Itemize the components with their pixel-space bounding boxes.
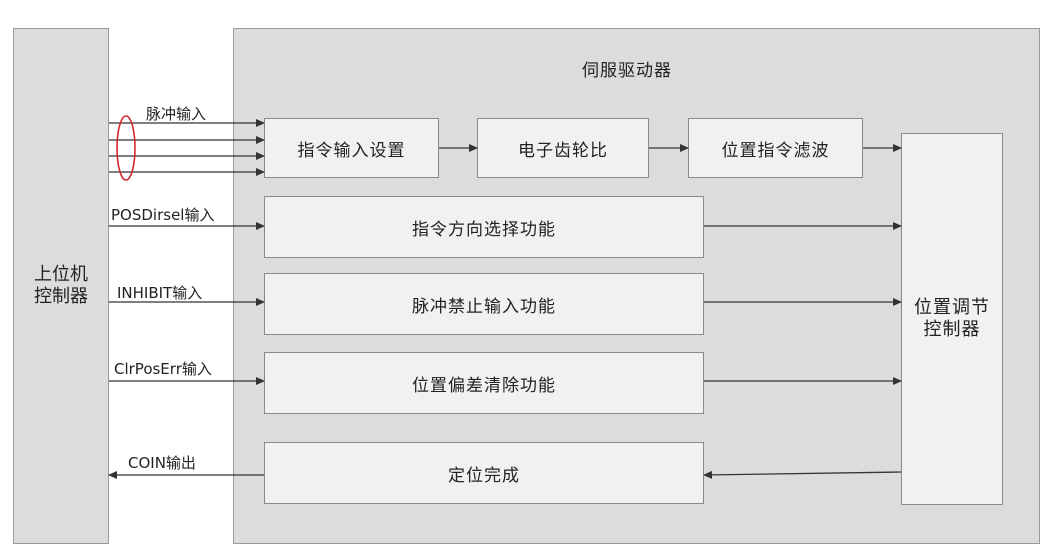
coin-output-label: COIN输出 — [128, 454, 196, 472]
pulse-bus-ellipse — [116, 115, 136, 181]
positioning-complete-block: 定位完成 — [264, 442, 704, 504]
inhibit-input-label: INHIBIT输入 — [117, 284, 203, 302]
host-controller-label-line1: 上位机 — [34, 264, 88, 285]
host-controller-label-line2: 控制器 — [34, 286, 88, 307]
position-regulator-label-line2: 控制器 — [923, 319, 981, 340]
direction-select-block: 指令方向选择功能 — [264, 196, 704, 258]
position-error-clear-block: 位置偏差清除功能 — [264, 352, 704, 414]
electronic-gear-ratio-block: 电子齿轮比 — [477, 118, 649, 178]
position-cmd-filter-block: 位置指令滤波 — [688, 118, 863, 178]
servo-drive-title: 伺服驱动器 — [582, 61, 672, 81]
clrposerr-input-label: ClrPosErr输入 — [114, 360, 212, 378]
pulse-input-label: 脉冲输入 — [146, 105, 207, 123]
arrow-regulator-to-complete — [703, 470, 902, 479]
host-controller: 上位机 控制器 — [13, 28, 109, 544]
posdirsel-input-label: POSDirsel输入 — [111, 206, 215, 224]
cmd-input-setting-block: 指令输入设置 — [264, 118, 439, 178]
pulse-inhibit-block: 脉冲禁止输入功能 — [264, 273, 704, 335]
position-regulator-block: 位置调节 控制器 — [901, 133, 1003, 505]
position-regulator-label-line1: 位置调节 — [914, 297, 990, 318]
